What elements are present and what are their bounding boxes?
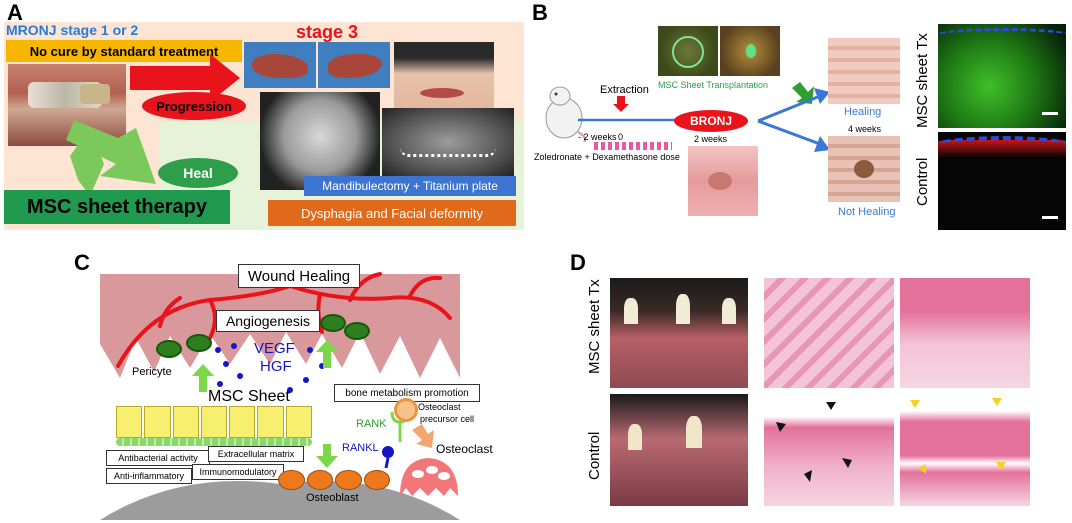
fluorescence-msc-image xyxy=(938,24,1066,128)
stage12-mouth-photo xyxy=(8,64,126,146)
branch-arrows xyxy=(757,88,830,152)
osteoclast-precursor-label-1: Osteoclast xyxy=(418,402,461,412)
growth-factor-dots xyxy=(215,343,325,393)
extraction-arrow xyxy=(613,96,629,112)
dose-markers xyxy=(594,142,672,150)
bronj-oval: BRONJ xyxy=(674,110,748,132)
msc-sheet-photo-1 xyxy=(658,26,718,76)
two-weeks-label: 2 weeks xyxy=(694,134,728,144)
osteoclast-label: Osteoclast xyxy=(436,442,493,456)
ct-skull-image xyxy=(260,92,380,190)
angiogenesis-box: Angiogenesis xyxy=(216,310,320,332)
up-arrow-right xyxy=(316,340,338,368)
extracellular-matrix-beads xyxy=(116,438,312,446)
d-msc-histology-1 xyxy=(764,278,894,388)
healing-palate-photo xyxy=(828,38,900,104)
row-label-control-b: Control xyxy=(914,157,931,206)
pericyte-cell-1 xyxy=(156,340,182,358)
msc-sheet-therapy-box: MSC sheet therapy xyxy=(4,190,230,224)
panel-d: D MSC sheet Tx Control xyxy=(560,248,1072,520)
pericyte-cell-3 xyxy=(320,314,346,332)
row-label-control-d: Control xyxy=(586,431,603,480)
no-cure-box: No cure by standard treatment xyxy=(6,40,242,62)
precursor-to-osteoclast-arrow xyxy=(412,424,434,448)
osteoblast-label: Osteoblast xyxy=(306,492,359,504)
rankl-label: RANKL xyxy=(342,442,379,454)
heal-oval: Heal xyxy=(158,158,238,188)
bronj-mouth-photo xyxy=(688,146,758,216)
panoramic-xray-image xyxy=(382,108,514,176)
osteoclast-precursor-label-2: precursor cell xyxy=(420,414,475,424)
mandibulectomy-box: Mandibulectomy + Titanium plate xyxy=(304,176,516,196)
healing-label: Healing xyxy=(844,106,882,118)
rat-icon xyxy=(545,86,587,142)
down-arrow-osteoblast xyxy=(316,444,338,468)
progression-arrow xyxy=(130,54,240,102)
row-label-msc-sheet-tx: MSC sheet Tx xyxy=(914,33,931,128)
panel-a: A MRONJ stage 1 or 2 No cure by standard… xyxy=(0,0,528,232)
time-minus-2-weeks: - 2 weeks xyxy=(578,132,617,142)
not-healing-label: Not Healing xyxy=(838,206,896,218)
extracellular-matrix-box: Extracellular matrix xyxy=(208,446,304,462)
d-msc-clinical-photo xyxy=(610,278,748,388)
msc-sheet-label: MSC Sheet xyxy=(208,388,290,405)
row-label-msc-sheet-tx-d: MSC sheet Tx xyxy=(586,279,603,374)
msc-sheet-cells xyxy=(116,406,312,438)
heal-arrow xyxy=(66,120,156,196)
up-arrow-left xyxy=(192,364,214,392)
osteoblast-cells xyxy=(278,470,390,490)
immunomodulatory-box: Immunomodulatory xyxy=(192,464,284,480)
panel-c-label: C xyxy=(74,250,90,275)
progression-label: Progression xyxy=(142,92,246,120)
pericyte-cell-2 xyxy=(186,334,212,352)
msc-sheet-photo-2 xyxy=(720,26,780,76)
fluorescence-control-image xyxy=(938,132,1066,230)
rank-label: RANK xyxy=(356,418,387,430)
pericyte-label: Pericyte xyxy=(132,366,172,378)
d-control-clinical-photo xyxy=(610,394,748,506)
msc-transplant-label: MSC Sheet Transplantation xyxy=(658,80,769,90)
resected-bone-photo-2 xyxy=(318,42,390,88)
pericyte-cell-4 xyxy=(344,322,370,340)
extraction-label: Extraction xyxy=(600,84,649,96)
wound-healing-box: Wound Healing xyxy=(238,264,360,288)
resected-bone-photo-1 xyxy=(244,42,316,88)
panel-b: B Extraction - 2 weeks 0 Zoledronate + D… xyxy=(528,0,1072,232)
not-healing-palate-photo xyxy=(828,136,900,202)
d-msc-histology-2 xyxy=(900,278,1030,388)
time-zero: 0 xyxy=(618,132,624,142)
stage3-title: stage 3 xyxy=(296,22,359,42)
d-control-histology-1 xyxy=(764,394,894,506)
panel-d-label: D xyxy=(570,250,586,275)
d-control-histology-2 xyxy=(900,394,1030,506)
drug-dose-label: Zoledronate + Dexamethasone dose xyxy=(534,152,680,162)
hgf-label: HGF xyxy=(260,358,292,375)
transplant-arrow xyxy=(792,82,814,104)
osteoclast-precursor-cell xyxy=(394,398,418,422)
anti-inflammatory-box: Anti-inflammatory xyxy=(106,468,192,484)
osteoclast-cell xyxy=(400,458,458,496)
panel-a-label: A xyxy=(7,0,23,25)
four-weeks-label: 4 weeks xyxy=(848,124,882,134)
mronj-stage-title: MRONJ stage 1 or 2 xyxy=(6,22,139,38)
panel-c: C Wound Healing Angiogenesis Pericyte VE… xyxy=(60,248,500,520)
panel-b-label: B xyxy=(532,0,548,25)
vegf-label: VEGF xyxy=(254,340,295,357)
dysphagia-box: Dysphagia and Facial deformity xyxy=(268,200,516,226)
